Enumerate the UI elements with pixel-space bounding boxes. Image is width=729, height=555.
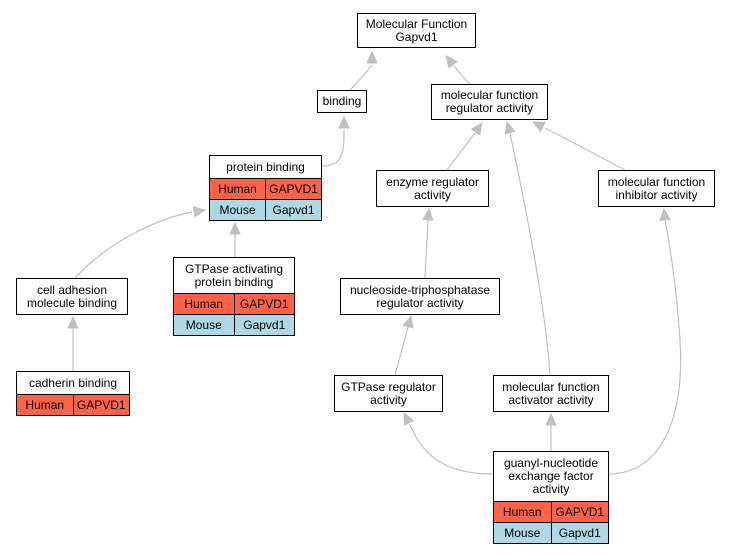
species-row-human: Human GAPVD1 <box>174 293 294 314</box>
arrowhead <box>67 315 79 329</box>
node-cell-adhesion-molecule-binding[interactable]: cell adhesion molecule binding <box>16 278 128 315</box>
node-title: molecular function inhibitor activity <box>607 174 706 202</box>
edge-activator-to-regulator <box>504 120 551 376</box>
arrowhead <box>531 121 546 133</box>
arrowhead <box>470 122 483 136</box>
arrowhead <box>229 221 241 235</box>
species-row-mouse: Mouse Gapvd1 <box>494 522 608 543</box>
node-molecular-function-root[interactable]: Molecular Function Gapvd1 <box>357 13 476 48</box>
node-title: nucleoside-triphosphatase regulator acti… <box>349 282 491 310</box>
edge-gnef-to-inhibitor <box>608 207 682 475</box>
node-binding[interactable]: binding <box>317 90 367 113</box>
node-nucleoside-triphosphatase-regulator-activity[interactable]: nucleoside-triphosphatase regulator acti… <box>340 278 500 315</box>
edge-protein-binding-to-binding <box>321 115 350 167</box>
node-title: enzyme regulator activity <box>386 174 479 202</box>
arrowhead <box>422 207 434 221</box>
edge-cell-adhesion-to-protein <box>74 206 207 279</box>
node-title: cadherin binding <box>28 375 118 390</box>
species-row-human: Human GAPVD1 <box>210 178 321 199</box>
arrowhead <box>338 115 350 129</box>
node-title: GTPase activating protein binding <box>184 261 284 289</box>
gene-cell: GAPVD1 <box>72 395 130 415</box>
arrowhead <box>504 120 516 135</box>
node-title: GTPase regulator activity <box>341 379 436 407</box>
edge-line <box>349 64 373 91</box>
edge-regulator-to-root <box>445 55 471 85</box>
edge-gtpase-act-to-protein <box>229 221 241 257</box>
arrowhead <box>366 50 378 64</box>
species-row-human: Human GAPVD1 <box>494 501 608 522</box>
species-row-human: Human GAPVD1 <box>17 394 129 415</box>
node-molecular-function-regulator-activity[interactable]: molecular function regulator activity <box>431 84 548 120</box>
species-row-mouse: Mouse Gapvd1 <box>210 199 321 220</box>
node-gtpase-regulator-activity[interactable]: GTPase regulator activity <box>334 375 443 412</box>
species-cell: Mouse <box>185 318 222 332</box>
node-protein-binding[interactable]: protein binding Human GAPVD1 Mouse Gapvd… <box>209 155 322 221</box>
edge-cadherin-to-cell-adhesion <box>67 315 79 371</box>
edge-line <box>509 132 551 376</box>
node-title: protein binding <box>226 159 305 174</box>
edge-inhibitor-to-regulator <box>531 121 626 171</box>
edge-gtpase-reg-to-ntpase <box>394 314 414 376</box>
arrowhead <box>402 314 414 329</box>
species-row-mouse: Mouse Gapvd1 <box>174 314 294 335</box>
arrowhead <box>445 55 458 69</box>
edge-line <box>394 326 409 376</box>
species-cell: Mouse <box>504 526 541 540</box>
node-title: cell adhesion molecule binding <box>26 282 118 310</box>
edge-ntpase-to-enzyme-reg <box>422 207 434 279</box>
arrowhead <box>192 206 207 218</box>
node-title: molecular function activator activity <box>502 379 600 407</box>
arrowhead <box>545 412 557 426</box>
gene-cell: Gapvd1 <box>265 200 321 220</box>
node-title: Molecular Function Gapvd1 <box>365 16 468 44</box>
node-molecular-function-activator-activity[interactable]: molecular function activator activity <box>493 375 609 412</box>
edge-line <box>544 127 626 171</box>
edge-line <box>74 211 193 279</box>
gene-cell: GAPVD1 <box>265 179 321 199</box>
node-title: binding <box>322 94 362 108</box>
gene-cell: GAPVD1 <box>233 294 295 314</box>
edge-line <box>608 219 682 475</box>
gene-cell: Gapvd1 <box>233 315 295 335</box>
edge-line <box>321 129 345 167</box>
node-gtpase-activating-protein-binding[interactable]: GTPase activating protein binding Human … <box>173 257 295 336</box>
arrowhead <box>403 411 415 426</box>
node-enzyme-regulator-activity[interactable]: enzyme regulator activity <box>376 170 489 207</box>
node-cadherin-binding[interactable]: cadherin binding Human GAPVD1 <box>16 371 130 416</box>
edge-line <box>446 132 476 171</box>
node-guanyl-nucleotide-exchange-factor-activity[interactable]: guanyl-nucleotide exchange factor activi… <box>493 451 609 544</box>
species-cell: Mouse <box>219 203 256 217</box>
node-molecular-function-inhibitor-activity[interactable]: molecular function inhibitor activity <box>598 170 715 207</box>
gene-cell: GAPVD1 <box>550 502 609 522</box>
edge-enzyme-reg-to-regulator <box>446 122 483 171</box>
edge-gnef-to-activator <box>545 412 557 451</box>
edge-binding-to-root <box>349 50 378 91</box>
edge-line <box>424 219 429 279</box>
gene-cell: Gapvd1 <box>550 523 609 543</box>
species-cell: Human <box>502 505 542 519</box>
species-cell: Human <box>184 297 224 311</box>
species-cell: Human <box>218 182 257 196</box>
edge-gnef-to-gtpase-reg <box>403 411 494 475</box>
edge-line <box>409 424 494 475</box>
species-cell: Human <box>25 398 65 412</box>
arrowhead <box>659 207 671 221</box>
node-title: guanyl-nucleotide exchange factor activi… <box>503 456 599 496</box>
edge-line <box>453 65 471 85</box>
node-title: molecular function regulator activity <box>440 88 539 115</box>
